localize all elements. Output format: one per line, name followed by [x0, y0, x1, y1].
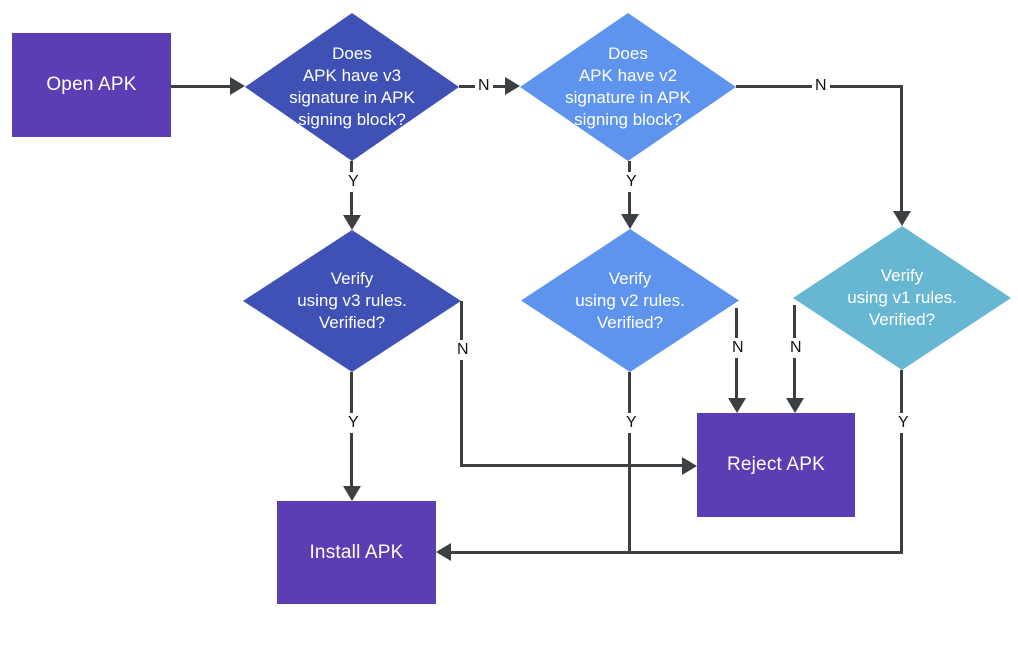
edge-label-verify-v2-yes: Y [623, 413, 640, 433]
arrowhead [230, 77, 245, 95]
node-check-v3-signature: Does APK have v3 signature in APK signin… [245, 13, 459, 161]
connector-verify-v1-yes-v [900, 370, 903, 554]
connector-verify-v2-yes [628, 372, 631, 554]
node-verify-v1: Verify using v1 rules. Verified? [793, 226, 1011, 370]
edge-label-verify-v3-yes: Y [345, 413, 362, 433]
edge-label-check-v3-yes: Y [345, 172, 362, 192]
edge-label-check-v3-no: N [475, 76, 493, 96]
edge-label-verify-v2-no: N [729, 338, 747, 358]
arrowhead [893, 211, 911, 226]
edge-label-verify-v1-no: N [787, 338, 805, 358]
node-verify-v2: Verify using v2 rules. Verified? [521, 229, 739, 372]
node-open-apk: Open APK [12, 33, 171, 137]
edge-label-verify-v1-yes: Y [895, 413, 912, 433]
arrowhead [436, 543, 451, 561]
connector-verify-v1-yes-h [450, 551, 903, 554]
node-check-v2-label: Does APK have v2 signature in APK signin… [565, 44, 691, 129]
node-install-apk-label: Install APK [309, 541, 404, 563]
edge-label-check-v2-no: N [812, 76, 830, 96]
node-install-apk: Install APK [277, 501, 436, 604]
connector-open-to-check-v3 [171, 85, 232, 88]
arrowhead [682, 457, 697, 475]
connector-check-v2-no-v [900, 85, 903, 213]
node-verify-v1-label: Verify using v1 rules. Verified? [847, 266, 957, 329]
arrowhead [343, 215, 361, 230]
edge-label-verify-v3-no: N [454, 340, 472, 360]
node-open-apk-label: Open APK [46, 74, 137, 95]
arrowhead [343, 486, 361, 501]
node-reject-apk: Reject APK [697, 413, 855, 517]
node-check-v2-signature: Does APK have v2 signature in APK signin… [520, 13, 736, 161]
node-verify-v2-label: Verify using v2 rules. Verified? [575, 268, 685, 332]
edge-label-check-v2-yes: Y [623, 172, 640, 192]
arrowhead [728, 398, 746, 413]
connector-verify-v3-no-v [460, 301, 463, 467]
connector-verify-v3-no-h [460, 464, 684, 467]
node-reject-apk-label: Reject APK [726, 454, 826, 475]
arrowhead [621, 214, 639, 229]
node-check-v3-label: Does APK have v3 signature in APK signin… [289, 44, 415, 129]
node-verify-v3-label: Verify using v3 rules. Verified? [297, 269, 407, 332]
arrowhead [505, 77, 520, 95]
node-verify-v3: Verify using v3 rules. Verified? [243, 230, 461, 372]
arrowhead [786, 398, 804, 413]
